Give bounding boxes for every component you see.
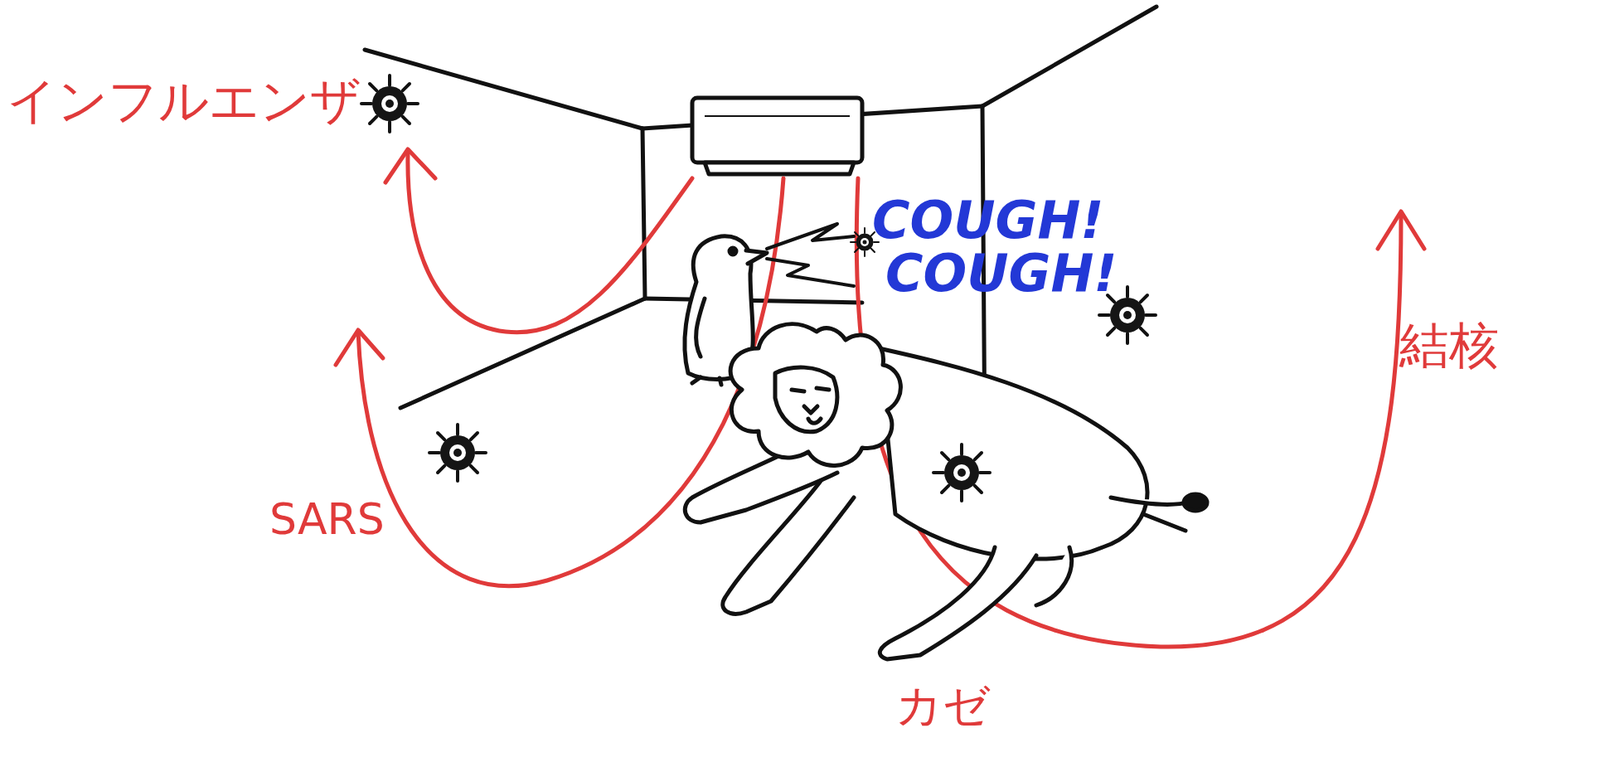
air-conditioner [692,97,863,175]
cough-sound: COUGH! [872,192,1105,249]
cough-sound: COUGH! [885,245,1118,302]
disease-label: インフルエンザ [6,72,361,128]
germs [361,75,1156,501]
disease-label: 結核 [1399,317,1499,373]
airflow-arrows [335,149,1425,647]
lion [684,324,1208,660]
cough-lines [766,223,854,287]
disease-label: SARS [269,495,385,544]
disease-label: カゼ [895,679,990,732]
